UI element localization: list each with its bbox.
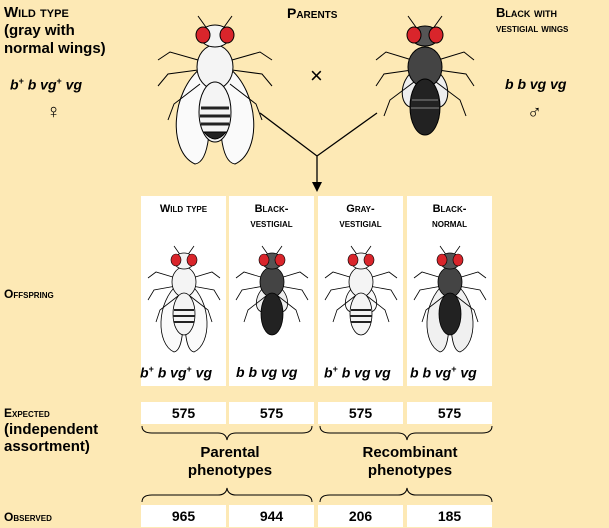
offspring-fly-black-vestigial — [235, 245, 309, 336]
offspring-title: Wild type — [159, 203, 208, 215]
male-label-line2: vestigial wings — [496, 23, 569, 35]
male-label-line1: Black with — [496, 5, 557, 20]
wild-type-fly-illustration — [157, 15, 273, 165]
observed-braces — [141, 487, 493, 503]
expected-value: 575 — [407, 402, 492, 424]
expected-value: 575 — [318, 402, 403, 424]
black-vestigial-fly-illustration — [375, 15, 475, 136]
female-genotype: b+ b vg+ vg — [10, 76, 83, 93]
expected-label-line1: Expected — [4, 406, 50, 420]
female-label-line1: Wild type — [4, 4, 69, 21]
cross-symbol: × — [310, 63, 323, 88]
expected-value: 575 — [141, 402, 226, 424]
female-parent-label: Wild type (gray with normal wings) — [4, 4, 106, 58]
male-genotype: b b vg vg — [505, 76, 567, 92]
observed-label: Observed — [4, 510, 52, 524]
offspring-title: Black- normal — [431, 203, 468, 230]
offspring-fly-black-normal — [413, 245, 487, 353]
expected-label-line3: assortment) — [4, 438, 90, 455]
offspring-card-wild-type: Wild type — [141, 196, 226, 386]
offspring-genotype-wild-type: b+ b vg+ vg — [140, 364, 212, 381]
offspring-card-gray-vestigial: Gray- vestigial — [318, 196, 403, 386]
expected-label: Expected (independent assortment) — [4, 405, 98, 455]
expected-label-line2: (independent — [4, 421, 99, 438]
expected-value: 575 — [229, 402, 314, 424]
observed-value: 185 — [407, 505, 492, 527]
female-label-line3: normal wings) — [4, 40, 106, 57]
recombinant-phenotypes-label: Recombinant phenotypes — [362, 444, 458, 479]
parents-heading: Parents — [287, 5, 338, 21]
offspring-fly-wild-type — [147, 245, 221, 353]
female-symbol: ♀ — [46, 101, 61, 123]
offspring-row-label: Offspring — [4, 287, 54, 301]
observed-value: 965 — [141, 505, 226, 527]
offspring-card-black-vestigial: Black- vestigial — [229, 196, 314, 386]
female-label-line2: (gray with — [4, 22, 75, 39]
offspring-genotype-gray-vestigial: b+ b vg vg — [324, 364, 391, 381]
offspring-title: Black- vestigial — [250, 203, 293, 230]
observed-value: 206 — [318, 505, 403, 527]
male-parent-label: Black with vestigial wings — [496, 4, 609, 36]
offspring-title: Gray- vestigial — [339, 203, 382, 230]
observed-value: 944 — [229, 505, 314, 527]
offspring-fly-gray-vestigial — [324, 245, 398, 336]
parental-phenotypes-label: Parental phenotypes — [187, 444, 273, 479]
expected-braces — [141, 425, 493, 441]
offspring-card-black-normal: Black- normal — [407, 196, 492, 386]
cross-arrow — [259, 112, 378, 192]
offspring-genotype-black-vestigial: b b vg vg — [236, 364, 298, 380]
male-symbol: ♂ — [527, 102, 542, 124]
offspring-genotype-black-normal: b b vg+ vg — [410, 364, 477, 381]
